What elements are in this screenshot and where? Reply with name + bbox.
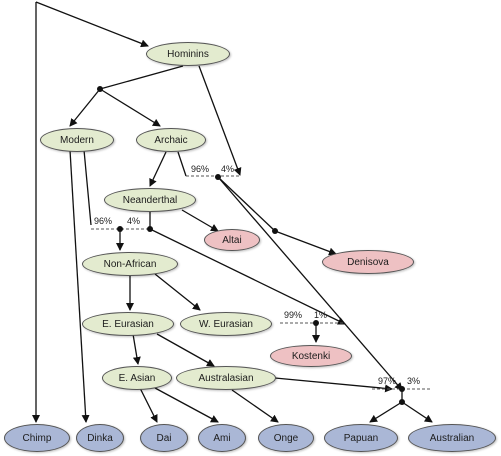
admix-pct-2-left: 96% [94,216,113,226]
leaf-dai: Dai [140,424,188,452]
edge-hominins-archaic-lineage [198,65,242,176]
junction-dot [399,399,405,405]
leaf-papuan: Papuan [324,424,398,452]
edge-eeurasian-easian [132,333,141,365]
edge-split-modern [69,88,101,127]
edge-hominins-split [99,65,184,90]
edge-to-denisova [274,230,337,256]
junction-dot [399,386,405,392]
admix-pct-2-right: 4% [127,216,141,226]
edge-nonafrican-weurasian [154,273,201,311]
node-hominins: Hominins [146,42,230,66]
edge-archaic-neanderthal [149,151,167,187]
leaf-chimp: Chimp [4,424,70,452]
edge-root-hominins [35,1,149,48]
admix-pct-4-left: 97% [378,376,397,386]
node-e-eurasian: E. Eurasian [82,312,174,336]
edge-eeurasian-australasian [156,333,215,367]
leaf-ami: Ami [198,424,246,452]
node-neanderthal: Neanderthal [104,188,196,212]
edge-easian-ami [154,387,219,423]
junction-dot [313,320,319,326]
leaf-onge: Onge [258,424,314,452]
admix-pct-3-right: 1% [314,310,328,320]
node-w-eurasian: W. Eurasian [180,312,272,336]
node-kostenki: Kostenki [270,345,352,367]
junction-dot [97,86,103,92]
junction-dot [147,226,153,232]
junction-dot [272,228,278,234]
edge-split-papuan [369,401,403,423]
node-denisova: Denisova [322,250,414,274]
edge-denisova-lineage [217,176,276,232]
admix-pct-4-right: 3% [407,376,421,386]
edge-australasian-admix [274,377,393,393]
edge-split-archaic [99,88,161,127]
edge-australasian-onge [231,389,279,423]
node-modern: Modern [40,128,114,152]
junction-dot [215,174,221,180]
edge-denisova-australasian [217,176,403,391]
edge-modern-dinka [69,149,90,423]
edge-to-altai [181,209,219,232]
edge-modern-admix [83,149,92,226]
edge-easian-dai [139,387,158,423]
admix-pct-1-left: 96% [191,164,210,174]
admix-pct-1-right: 4% [221,164,235,174]
admix-pct-3-left: 99% [284,310,303,320]
node-archaic: Archaic [136,128,206,152]
node-non-african: Non-African [82,252,178,276]
node-australasian: Australasian [176,366,276,390]
node-altai: Altai [204,229,260,251]
edge-neanderthal-kostenki [149,228,346,325]
node-e-asian: E. Asian [102,366,172,390]
leaf-dinka: Dinka [76,424,124,452]
leaf-australian: Australian [408,424,496,452]
edge-archaic-admix [177,151,187,177]
edge-split-australian [401,401,433,423]
junction-dot [117,226,123,232]
